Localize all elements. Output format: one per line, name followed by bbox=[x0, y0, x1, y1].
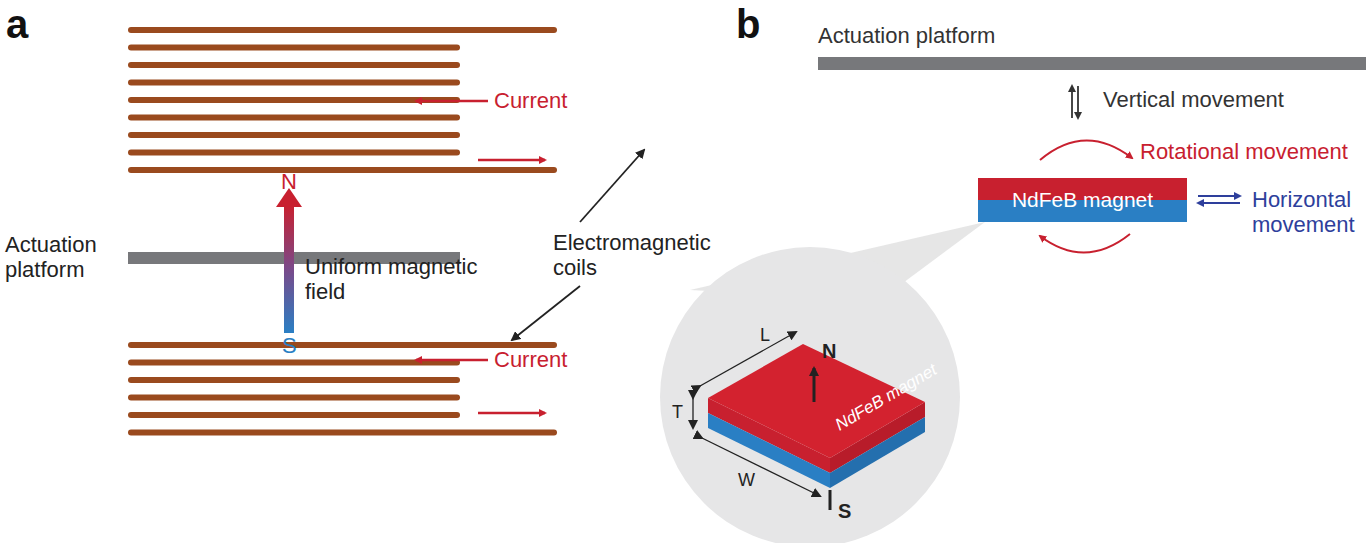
rotation-arrow bbox=[1040, 140, 1132, 160]
label: Electromagnetic coils bbox=[553, 231, 738, 280]
label: Actuation platform bbox=[5, 233, 125, 282]
current-arrow bbox=[416, 359, 488, 362]
label: T bbox=[672, 402, 683, 422]
panel-letter: a bbox=[6, 2, 28, 47]
pole-arrow bbox=[813, 368, 816, 402]
label: W bbox=[738, 470, 755, 490]
coil-winding bbox=[128, 360, 460, 366]
coil-winding bbox=[128, 377, 460, 383]
leader-line bbox=[512, 286, 580, 340]
current-arrow bbox=[478, 412, 545, 415]
label: Current bbox=[494, 348, 567, 373]
label: Current bbox=[494, 89, 567, 114]
node-text: NdFeB magnet bbox=[1012, 188, 1153, 212]
pole-line bbox=[829, 490, 832, 510]
coil-winding bbox=[128, 395, 460, 401]
field-arrow bbox=[284, 205, 294, 333]
dimension-line bbox=[692, 398, 693, 428]
vertical-arrow bbox=[1071, 86, 1073, 118]
coil-winding bbox=[128, 97, 460, 103]
horizontal-arrow bbox=[1198, 202, 1240, 204]
leader-line bbox=[580, 150, 644, 222]
label: N bbox=[822, 340, 836, 362]
label: Uniform magnetic field bbox=[305, 255, 480, 304]
label: Horizontal movement bbox=[1252, 188, 1364, 237]
actuation-platform bbox=[818, 57, 1366, 70]
label: Vertical movement bbox=[1103, 88, 1284, 113]
electromagnetic-coil bbox=[128, 27, 557, 436]
label: Actuation platform bbox=[818, 24, 995, 49]
panel-letter: b bbox=[736, 2, 760, 47]
coil-winding bbox=[128, 412, 460, 418]
label: S bbox=[282, 334, 297, 359]
current-arrow bbox=[478, 159, 545, 162]
coil-winding bbox=[128, 167, 557, 173]
label: L bbox=[760, 325, 770, 345]
coil-winding bbox=[128, 27, 557, 33]
horizontal-arrow bbox=[1198, 195, 1240, 197]
label: S bbox=[838, 500, 851, 522]
coil-winding bbox=[128, 150, 460, 156]
dimension-line bbox=[700, 332, 796, 386]
zoom-circle bbox=[660, 247, 960, 543]
current-arrow bbox=[416, 100, 488, 103]
vertical-arrow bbox=[1077, 86, 1079, 118]
coil-winding bbox=[128, 430, 557, 436]
coil-winding bbox=[128, 342, 557, 348]
coil-winding bbox=[128, 80, 460, 86]
dimension-line bbox=[702, 438, 820, 496]
coil-winding bbox=[128, 132, 460, 138]
label: N bbox=[281, 170, 297, 195]
coil-winding bbox=[128, 115, 460, 121]
rotation-arrow bbox=[1040, 234, 1130, 253]
coil-winding bbox=[128, 62, 460, 68]
coil-winding bbox=[128, 45, 460, 51]
magnet-bar: NdFeB magnet bbox=[978, 178, 1187, 222]
label: Rotational movement bbox=[1140, 140, 1348, 165]
